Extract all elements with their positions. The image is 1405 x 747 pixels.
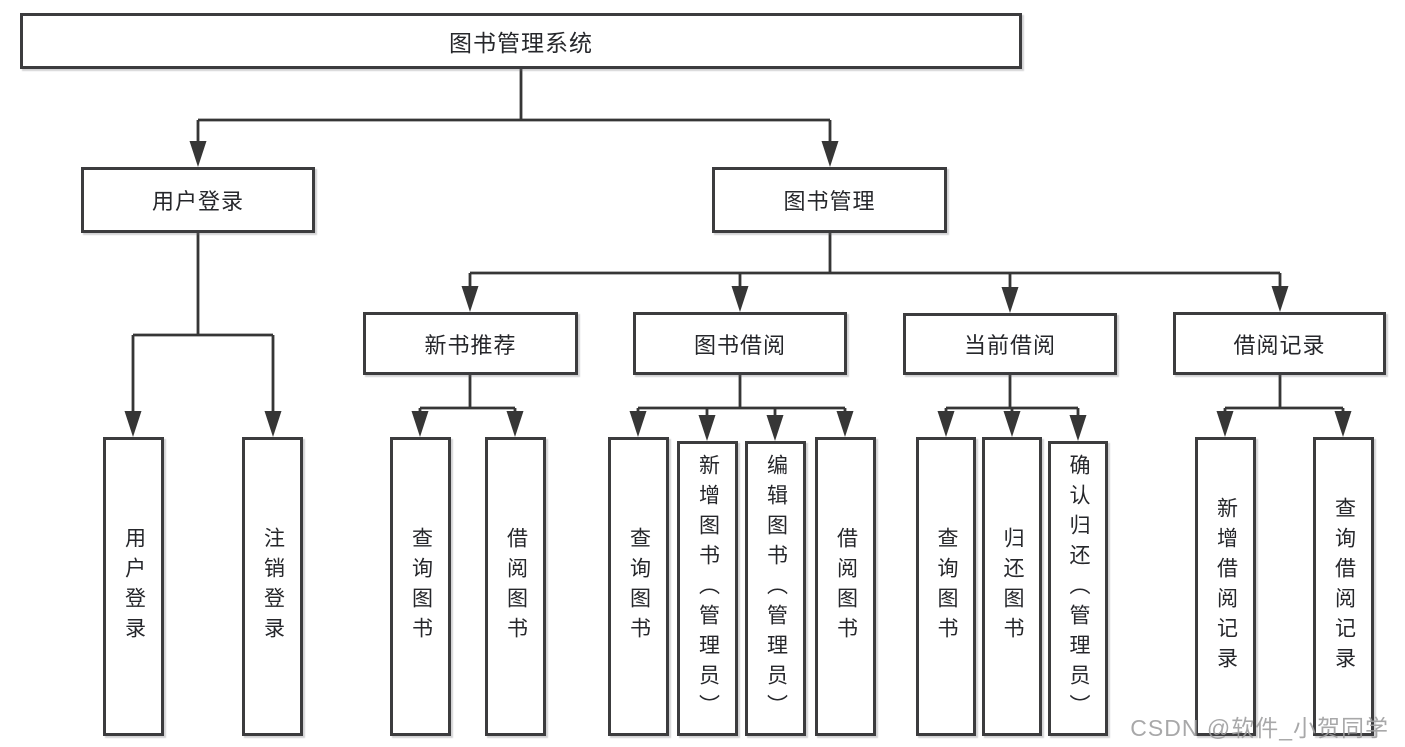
node-label: 查询图书 [935,526,958,647]
leaf-return-books: 归还图书 [982,437,1042,736]
node-borrowing-records: 借阅记录 [1173,312,1386,375]
node-label: 借阅图书 [834,526,858,647]
node-new-book-recommendation: 新书推荐 [363,312,578,375]
leaf-user-login: 用户登录 [103,437,164,736]
leaf-borrow-books-borrow: 借阅图书 [815,437,876,736]
node-label: 编辑图书（管理员） [764,453,788,724]
node-label: 当前借阅 [963,333,1056,358]
node-library-management-system: 图书管理系统 [20,13,1022,69]
leaf-add-borrow-record: 新增借阅记录 [1195,437,1256,736]
node-label: 图书借阅 [693,332,786,358]
leaf-confirm-return-admin: 确认归还（管理员） [1048,441,1108,736]
leaf-edit-book-admin: 编辑图书（管理员） [745,441,806,736]
node-book-borrowing: 图书借阅 [633,312,847,375]
node-label: 查询图书 [409,526,433,647]
leaf-query-books-current: 查询图书 [916,437,976,736]
leaf-logout: 注销登录 [242,437,303,736]
node-label: 新增图书（管理员） [696,453,720,724]
node-label: 确认归还（管理员） [1067,453,1090,724]
node-book-management-branch: 图书管理 [712,167,947,233]
leaf-query-borrow-record: 查询借阅记录 [1313,437,1374,736]
node-label: 查询借阅记录 [1332,496,1356,677]
csdn-watermark: CSDN @软件_小贺同学 [1130,715,1389,741]
leaf-add-book-admin: 新增图书（管理员） [677,441,738,736]
node-label: 用户登录 [122,526,146,647]
node-current-borrowing: 当前借阅 [903,313,1117,375]
node-label: 查询图书 [627,526,651,647]
leaf-borrow-books-recommend: 借阅图书 [485,437,546,736]
node-label: 归还图书 [1001,526,1024,647]
node-label: 图书管理系统 [449,30,593,56]
leaf-query-books-recommend: 查询图书 [390,437,451,736]
node-label: 借阅记录 [1233,332,1326,358]
node-label: 用户登录 [151,189,244,214]
node-label: 新增借阅记录 [1214,496,1238,677]
node-label: 借阅图书 [504,526,528,647]
node-label: 图书管理 [783,189,876,214]
node-user-login-branch: 用户登录 [81,167,315,233]
node-label: 新书推荐 [424,332,517,358]
leaf-query-books-borrow: 查询图书 [608,437,669,736]
node-label: 注销登录 [261,526,285,647]
